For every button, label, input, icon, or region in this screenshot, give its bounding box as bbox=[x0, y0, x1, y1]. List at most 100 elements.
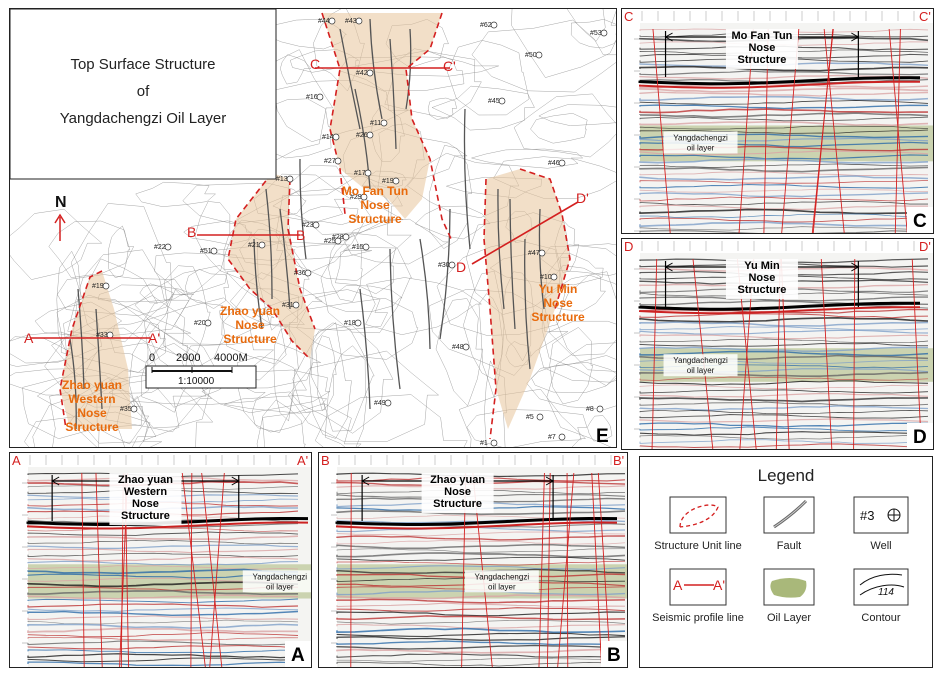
legend-label: Well bbox=[870, 540, 891, 552]
map-title-line-1: Top Surface Structure bbox=[70, 56, 215, 73]
well-marker: #11 bbox=[370, 119, 388, 127]
well-marker: #51 bbox=[200, 247, 218, 255]
legend-label: Contour bbox=[861, 612, 900, 624]
well-marker: #10 bbox=[540, 273, 558, 281]
well-label: #31 bbox=[282, 302, 294, 309]
well-marker: #33 bbox=[96, 331, 114, 339]
section-structure-label: Zhao yuan bbox=[118, 474, 173, 486]
profile-labels: A A' B B C C' D D' bbox=[24, 56, 589, 346]
legend-label: Fault bbox=[777, 540, 801, 552]
structure-unit-line-icon bbox=[669, 496, 727, 534]
well-marker: #20 bbox=[194, 319, 212, 327]
well-marker: #19 bbox=[382, 177, 400, 185]
section-start-label: D bbox=[624, 239, 633, 254]
seismic-profile-line-icon bbox=[669, 568, 727, 606]
well-label: #22 bbox=[154, 244, 166, 251]
seismic-profile-lines bbox=[30, 67, 579, 339]
well-label: #50 bbox=[525, 52, 537, 59]
well-label: #5 bbox=[526, 414, 534, 421]
yumin-structure-area bbox=[484, 169, 570, 429]
well-label: #48 bbox=[452, 344, 464, 351]
well-label: #16 bbox=[306, 94, 318, 101]
section-panel-letter: B bbox=[607, 645, 621, 666]
section-start-label: C bbox=[624, 9, 633, 24]
zhaoyuan-label-line: Nose bbox=[235, 318, 265, 332]
scale-tick-2000: 2000 bbox=[176, 352, 200, 364]
well-label: #28 bbox=[332, 234, 344, 241]
section-structure-label: Structure bbox=[433, 498, 482, 510]
legend-contour: 114 Contour bbox=[853, 568, 909, 624]
well-label: #47 bbox=[528, 250, 540, 257]
well-label: #33 bbox=[96, 332, 108, 339]
well-label: #21 bbox=[248, 242, 260, 249]
legend-label: Oil Layer bbox=[767, 612, 811, 624]
structure-label-yumin: Yu Min Nose Structure bbox=[531, 282, 585, 324]
well-label: #35 bbox=[120, 406, 132, 413]
well-label: #62 bbox=[480, 22, 492, 29]
profile-b-start-label: B bbox=[187, 224, 196, 240]
legend-seismic-profile-line: A A' Seismic profile line bbox=[652, 568, 744, 624]
structure-map-panel: #43#44#62#53#50#16#42#45#11#14#26#27#17#… bbox=[9, 8, 617, 448]
well-label: #13 bbox=[276, 176, 288, 183]
structure-label-zhaoyuan: Zhao yuan Nose Structure bbox=[220, 304, 280, 346]
profile-c-start-label: C bbox=[310, 56, 320, 72]
profile-d-start-label: D bbox=[456, 259, 466, 275]
section-oil-layer-label: oil layer bbox=[687, 366, 715, 375]
legend-fault: Fault bbox=[763, 496, 815, 552]
well-label: #30 bbox=[438, 262, 450, 269]
well-label: #15 bbox=[352, 244, 364, 251]
well-marker: #47 bbox=[528, 249, 546, 257]
well-marker: #35 bbox=[120, 405, 138, 413]
section-structure-label: Nose bbox=[132, 498, 159, 510]
section-start-label: B bbox=[321, 453, 330, 468]
legend-title: Legend bbox=[758, 466, 815, 485]
map-title-line-3: Yangdachengzi Oil Layer bbox=[60, 110, 227, 127]
section-oil-layer-label: Yangdachengzi bbox=[673, 133, 728, 142]
well-marker: #31 bbox=[282, 301, 300, 309]
well-label: #46 bbox=[548, 160, 560, 167]
well-marker: #50 bbox=[525, 51, 543, 59]
legend-profile-end: A' bbox=[713, 577, 725, 593]
well-label: #29 bbox=[350, 194, 362, 201]
well-marker: #5 bbox=[526, 413, 544, 421]
section-start-label: A bbox=[12, 453, 21, 468]
mofantun-label-line: Mo Fan Tun bbox=[342, 184, 408, 198]
section-structure-label: Structure bbox=[121, 510, 170, 522]
profile-a-end-label: A' bbox=[148, 330, 160, 346]
well-marker: #30 bbox=[438, 261, 456, 269]
map-title-line-2: of bbox=[137, 83, 150, 100]
well-marker: #62 bbox=[480, 21, 498, 29]
section-structure-label: Nose bbox=[444, 486, 471, 498]
section-end-label: C' bbox=[919, 9, 931, 24]
seismic-section-c-image: Mo Fan TunNoseStructureYangdachengzioil … bbox=[622, 9, 933, 233]
well-marker: #25 bbox=[324, 237, 342, 245]
well-label: #51 bbox=[200, 248, 212, 255]
well-label: #14 bbox=[322, 134, 334, 141]
structure-label-mofantun: Mo Fan Tun Nose Structure bbox=[342, 184, 408, 226]
legend-profile-start: A bbox=[673, 577, 683, 593]
contour-value: 114 bbox=[878, 587, 894, 598]
section-oil-layer-label: Yangdachengzi bbox=[475, 572, 530, 581]
section-end-label: A' bbox=[297, 453, 308, 468]
well-label: #10 bbox=[540, 274, 552, 281]
well-label: #53 bbox=[590, 30, 602, 37]
zhaoyuan-western-label-line: Structure bbox=[65, 420, 119, 434]
well-label: #11 bbox=[370, 120, 381, 127]
well-marker: #46 bbox=[548, 159, 566, 167]
north-arrow-icon bbox=[54, 213, 66, 241]
well-label: #43 bbox=[345, 18, 357, 25]
section-structure-label: Nose bbox=[748, 272, 775, 284]
zhaoyuan-western-label-line: Western bbox=[68, 392, 115, 406]
scale-tick-4000: 4000M bbox=[214, 352, 248, 364]
section-structure-label: Yu Min bbox=[744, 260, 780, 272]
section-oil-layer-label: oil layer bbox=[687, 143, 715, 152]
legend-panel: Legend Structure Unit line Fault #3 Well… bbox=[639, 456, 933, 668]
profile-b-end-label: B bbox=[296, 227, 305, 243]
section-structure-label: Structure bbox=[737, 54, 786, 66]
well-marker: #15 bbox=[352, 243, 370, 251]
well-label: #26 bbox=[356, 132, 368, 139]
legend-well: #3 Well bbox=[853, 496, 909, 552]
scale-bar: 0 2000 4000M 1:10000 bbox=[145, 352, 257, 389]
section-structure-label: Zhao yuan bbox=[430, 474, 485, 486]
